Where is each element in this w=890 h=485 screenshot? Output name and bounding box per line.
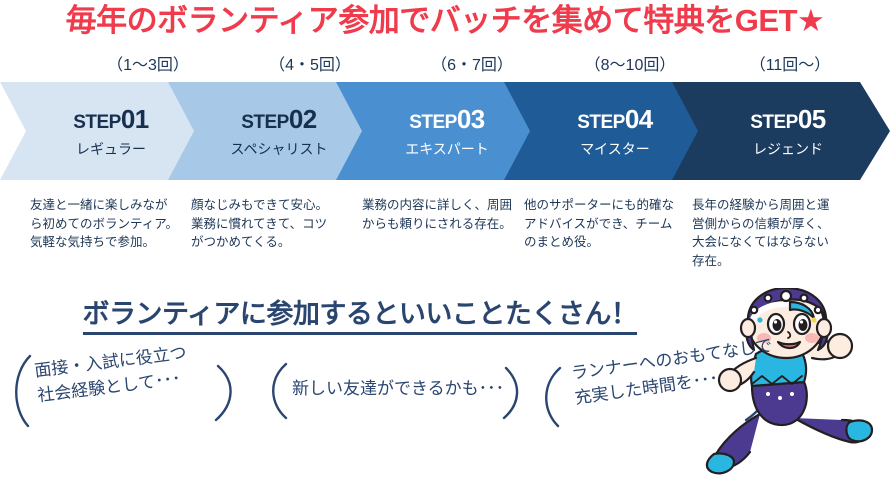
step-labels-05: STEP05 レジェンド: [736, 104, 826, 159]
chevron-shape-02: [168, 82, 376, 180]
step-word-05: STEP: [750, 111, 798, 133]
step-chevron-row: STEP01 レギュラー STEP02 スペシャリスト STEP03 エキスパー…: [0, 82, 890, 180]
step-item-03[interactable]: STEP03 エキスパート: [336, 82, 544, 180]
step-number-04: 04: [624, 103, 653, 134]
step-description-02: 顔なじみもできて安心。業務に慣れてきて、コツがつかめてくる。: [191, 198, 329, 249]
step-title-03: STEP03: [405, 104, 489, 138]
benefit-bubble-1: 面接・入試に役立つ 社会経験として･･･: [6, 343, 258, 428]
benefits-headline: ボランティアに参加するといいことたくさん！: [0, 297, 720, 335]
step-rank-02: スペシャリスト: [230, 140, 328, 157]
bubble-brackets-2: [272, 362, 519, 420]
step-rank-05: レジェンド: [752, 140, 823, 157]
step-labels-04: STEP04 マイスター: [563, 104, 653, 159]
step-title-04: STEP04: [577, 104, 653, 138]
benefits-headline-text: ボランティアに参加するといいことたくさん！: [82, 299, 638, 335]
step-word-02: STEP: [241, 111, 289, 133]
chevron-shape-03: [336, 82, 544, 180]
step-rank-01: レギュラー: [75, 140, 146, 157]
mascot-illustration: [705, 286, 874, 475]
benefit-bubble-2: 新しい友達ができるかも･･･: [256, 360, 528, 422]
chevron-shape-01: [0, 82, 208, 180]
step-description-05: 長年の経験から周囲と運営側からの信頼が厚く、大会になくてはならない存在。: [692, 198, 830, 268]
count-step-5: （11回〜）: [749, 57, 831, 74]
step-labels-01: STEP01 レギュラー: [59, 104, 149, 159]
page-title: 毎年のボランティア参加でバッチを集めて特典をGET★: [65, 3, 825, 38]
step-labels-03: STEP03 エキスパート: [391, 104, 489, 159]
step-item-01[interactable]: STEP01 レギュラー: [0, 82, 208, 180]
chevron-shape-05: [672, 82, 890, 180]
step-item-02[interactable]: STEP02 スペシャリスト: [168, 82, 376, 180]
step-description-03: 業務の内容に詳しく、周囲からも頼りにされる存在。: [362, 198, 513, 231]
step-descriptions-row: 友達と一緒に楽しみながら初めてのボランティア。気軽な気持ちで参加。 顔なじみもで…: [0, 196, 890, 288]
step-labels-02: STEP02 スペシャリスト: [216, 104, 327, 159]
count-step-4: （8〜10回）: [584, 57, 676, 74]
step-title-02: STEP02: [230, 104, 327, 138]
bubble-brackets-1: [15, 354, 232, 428]
count-step-2: （4・5回）: [269, 57, 351, 74]
chevron-shape-04: [504, 82, 712, 180]
step-description-01: 友達と一緒に楽しみながら初めてのボランティア。気軽な気持ちで参加。: [30, 198, 179, 249]
participation-counts-row: （1〜3回） （4・5回） （6・7回） （8〜10回） （11回〜）: [0, 54, 890, 78]
step-number-05: 05: [797, 103, 826, 134]
count-step-1: （1〜3回）: [107, 57, 189, 74]
step-number-01: 01: [120, 103, 149, 134]
benefit-bubble-2-text: 新しい友達ができるかも･･･: [256, 360, 528, 401]
step-title-05: STEP05: [750, 104, 826, 138]
benefit-bubble-2-line1: 新しい友達ができるかも･･･: [292, 379, 505, 398]
step-word-01: STEP: [73, 111, 121, 133]
step-item-05[interactable]: STEP05 レジェンド: [672, 82, 890, 180]
step-word-04: STEP: [577, 111, 625, 133]
step-description-04: 他のサポーターにも的確なアドバイスができ、チームのまとめ役。: [524, 198, 675, 249]
step-rank-03: エキスパート: [405, 140, 489, 157]
step-word-03: STEP: [409, 111, 457, 133]
step-item-04[interactable]: STEP04 マイスター: [504, 82, 712, 180]
step-title-01: STEP01: [73, 104, 149, 138]
step-number-03: 03: [456, 103, 485, 134]
step-number-02: 02: [288, 103, 317, 134]
step-rank-04: マイスター: [580, 140, 650, 157]
running-mascot-icon: [690, 286, 890, 480]
count-step-3: （6・7回）: [431, 57, 513, 74]
